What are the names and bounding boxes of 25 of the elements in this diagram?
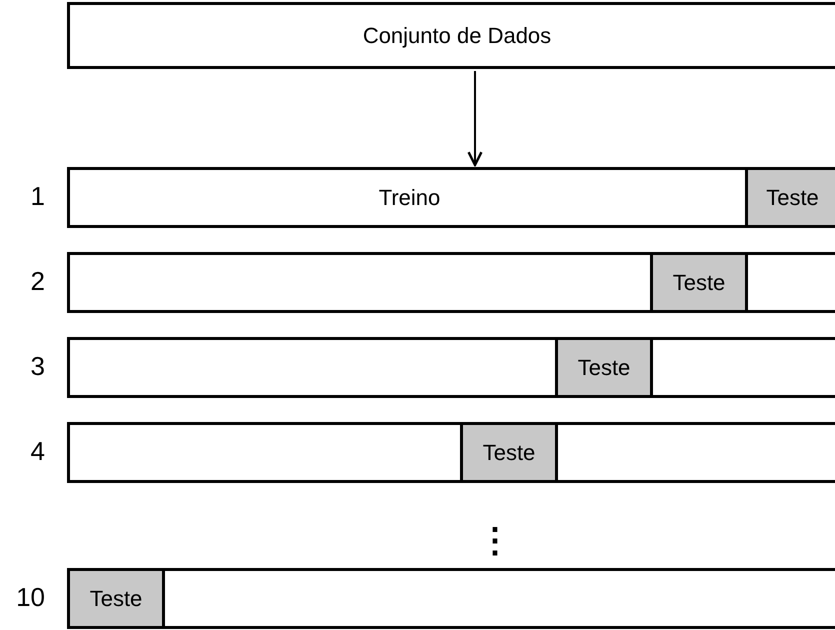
fold-number: 1 <box>30 181 45 212</box>
fold-bar <box>67 568 835 629</box>
test-segment <box>460 422 558 483</box>
fold-bar <box>67 167 835 228</box>
dataset-label: Conjunto de Dados <box>362 22 552 48</box>
fold-number: 2 <box>30 266 45 297</box>
arrow <box>467 71 483 166</box>
fold-number: 4 <box>30 436 45 467</box>
fold-bar <box>67 422 835 483</box>
test-label: Teste <box>766 184 819 210</box>
test-label: Teste <box>482 440 536 466</box>
dataset-box <box>67 2 835 69</box>
test-segment <box>555 337 653 398</box>
test-label: Teste <box>578 354 630 380</box>
fold-bar <box>67 337 835 398</box>
fold-number: 10 <box>16 582 45 613</box>
test-label: Teste <box>90 586 142 612</box>
train-label: Treino <box>378 184 440 210</box>
test-segment <box>745 167 835 228</box>
test-segment <box>650 252 748 313</box>
fold-number: 3 <box>30 351 45 382</box>
ellipsis: ⋮ <box>478 521 512 561</box>
test-label: Teste <box>672 270 726 296</box>
test-segment <box>67 568 165 629</box>
fold-bar <box>67 252 835 313</box>
